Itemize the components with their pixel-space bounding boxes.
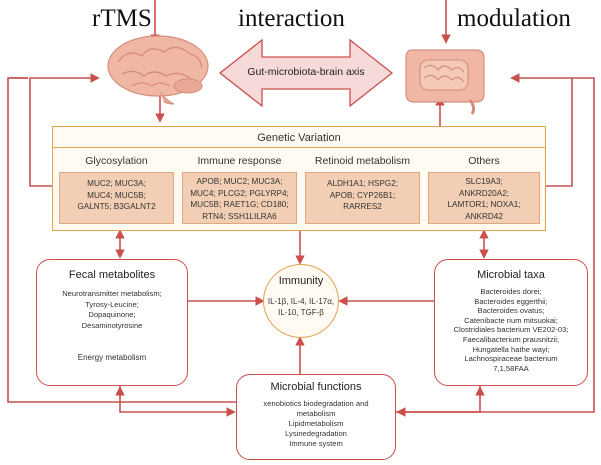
immunity-node: Immunity: [263, 264, 339, 338]
gene-line: APOB; MUC2; MUC3A;: [196, 177, 283, 186]
gene-line: SLC19A3;: [465, 177, 503, 186]
gene-box-retinoid-metabolism: ALDH1A1; HSPG2; APOB; CYP26B1; RARRES2: [305, 172, 420, 224]
gene-line: ANKRD42: [465, 211, 503, 221]
fecal-line: Neurotransmitter metabolism;: [62, 289, 162, 298]
functions-line: Lysinedegradation: [285, 429, 347, 438]
microbial-functions-box: Microbial functions xenobiotics biodegra…: [236, 374, 396, 460]
col-title-retinoid-metabolism: Retinoid metabolism: [314, 155, 411, 167]
taxa-line: Bacteroides dorei;: [480, 287, 542, 296]
gene-line: APOB; CYP26B1;: [329, 190, 396, 200]
gene-box-others: SLC19A3; ANKRD20A2; LAMTOR1; NOXA1; ANKR…: [428, 172, 540, 224]
immunity-line-2: IL-10, TGF-β: [278, 307, 324, 317]
intestine-icon: [405, 49, 485, 115]
genetic-variation-box: Genetic Variation Glycosylation Immune r…: [52, 126, 546, 231]
taxa-line: Lachnospiraceae bacterium: [464, 354, 558, 364]
gene-box-glycosylation: MUC2; MUC3A; MUC4; MUC5B; GALNT5; B3GALN…: [59, 172, 174, 224]
gene-line: MUC4; PLCG2; PGLYRP4;: [190, 188, 289, 198]
immunity-markers: IL-1β, IL-4, IL-17α, IL-10, TGF-β: [250, 297, 352, 318]
functions-line: xenobiotics biodegradation and: [263, 399, 369, 408]
fecal-energy: Energy metabolism: [77, 353, 147, 362]
microbial-taxa-box: Microbial taxa Bacteroides dorei; Bacter…: [434, 259, 588, 386]
right-loop-gv-intestine: [510, 73, 573, 187]
taxa-line: Bacteroides eggerthii;: [474, 296, 548, 306]
functions-line: metabolism: [296, 409, 336, 418]
taxa-functions-arrow: [396, 386, 481, 417]
gene-line: MUC5B; RAET1G; CD180;: [190, 200, 289, 209]
fecal-line: Tyrosy-Leucine;: [85, 299, 139, 309]
taxa-line: 7,1,58FAA: [493, 363, 529, 373]
gene-line: ALDH1A1; HSPG2;: [327, 179, 398, 188]
fecal-line: Desaminotyrosine: [81, 320, 143, 330]
genetic-variation-title: Genetic Variation: [257, 132, 341, 144]
taxa-line: Bacteroides ovatus;: [477, 306, 545, 316]
immunity-line-1: IL-1β, IL-4, IL-17α,: [267, 297, 335, 306]
fecal-functions-arrow: [119, 386, 236, 417]
fecal-metabolites-box: Fecal metabolites Neurotransmitter metab…: [36, 259, 188, 386]
col-title-others: Others: [468, 155, 500, 167]
gene-box-immune-response: APOB; MUC2; MUC3A; MUC4; PLCG2; PGLYRP4;…: [182, 172, 297, 224]
rtms-label: rTMS: [92, 5, 152, 32]
gene-line: RTN4; SSH1LILRA6: [202, 211, 277, 221]
brain-icon: [107, 35, 209, 105]
gene-line: ANKRD20A2;: [458, 188, 510, 198]
immunity-title: Immunity: [278, 275, 324, 287]
gene-line: LAMTOR1; NOXA1;: [447, 200, 521, 209]
functions-line: Immune system: [289, 439, 343, 448]
functions-line: Lipidmetabolism: [288, 419, 344, 428]
taxa-line: Clostridiales bacterium VE202-03;: [453, 325, 569, 335]
fecal-metabolites-title: Fecal metabolites: [68, 269, 156, 281]
gene-line: MUC2; MUC3A;: [87, 179, 146, 188]
gene-line: MUC4; MUC5B;: [87, 190, 146, 200]
fecal-line: Dopaquinone;: [88, 310, 136, 319]
taxa-line: Hungatella hathe wayi;: [472, 344, 550, 354]
right-loop-functions-intestine: [396, 77, 595, 413]
gene-line: GALNT5; B3GALNT2: [77, 202, 156, 211]
microbial-functions-title: Microbial functions: [270, 381, 362, 393]
taxa-line: Catenibacte rium mitsuokai;: [464, 315, 558, 325]
modulation-label: modulation: [457, 5, 571, 32]
taxa-line: Faecalibacterium prausnitzii;: [462, 334, 560, 344]
interaction-label: interaction: [238, 5, 345, 32]
microbial-taxa-title: Microbial taxa: [477, 269, 545, 281]
axis-double-arrow: [218, 38, 394, 108]
gene-line: RARRES2: [343, 202, 382, 211]
col-title-immune-response: Immune response: [197, 155, 282, 167]
left-loop-gv-brain: [29, 73, 100, 187]
axis-label: Gut-microbiota-brain axis: [247, 66, 365, 78]
col-title-glycosylation: Glycosylation: [85, 155, 148, 167]
